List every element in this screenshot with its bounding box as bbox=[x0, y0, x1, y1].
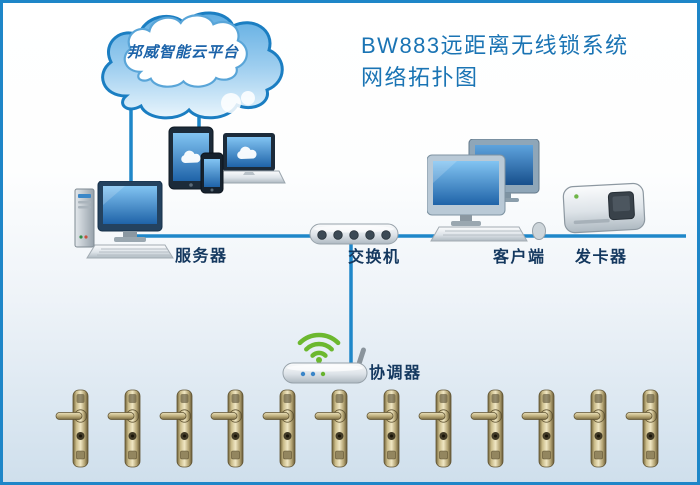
title-line2: 网络拓扑图 bbox=[361, 64, 479, 90]
switch-icon bbox=[309, 223, 399, 245]
client-keyboard-icon bbox=[430, 226, 528, 242]
door-lock-icon bbox=[573, 389, 607, 468]
card-reader-icon bbox=[562, 182, 646, 234]
cloud-platform-graphic bbox=[101, 11, 284, 120]
card-issuer-label: 发卡器 bbox=[575, 249, 628, 266]
router-body-icon bbox=[282, 347, 368, 384]
client-label: 客户端 bbox=[493, 249, 546, 266]
door-lock-icon bbox=[262, 389, 296, 468]
coordinator-router-icon bbox=[282, 332, 368, 384]
server-icon bbox=[74, 181, 174, 259]
lock-row bbox=[55, 389, 661, 469]
door-lock-icon bbox=[107, 389, 141, 468]
wifi-signal-icon bbox=[297, 332, 341, 358]
wifi-dot bbox=[316, 357, 322, 363]
laptop-icon bbox=[212, 133, 286, 184]
server-monitor-icon bbox=[97, 181, 163, 242]
door-lock-icon bbox=[521, 389, 555, 468]
door-lock-icon bbox=[418, 389, 452, 468]
door-lock-icon bbox=[55, 389, 89, 468]
server-label: 服务器 bbox=[175, 248, 228, 265]
cloud-platform-label: 邦威智能云平台 bbox=[126, 43, 239, 61]
door-lock-icon bbox=[314, 389, 348, 468]
client-monitor-front-icon bbox=[427, 154, 506, 226]
door-lock-icon bbox=[625, 389, 659, 468]
mobile-devices-graphic bbox=[168, 126, 286, 194]
door-lock-icon bbox=[211, 389, 244, 468]
coordinator-label: 协调器 bbox=[369, 365, 422, 382]
switch-label: 交换机 bbox=[348, 249, 401, 266]
title-line1: BW883远距离无线锁系统 bbox=[361, 33, 629, 58]
server-tower-icon bbox=[74, 188, 95, 248]
door-lock-icon bbox=[470, 389, 503, 468]
client-mouse-icon bbox=[532, 222, 546, 240]
door-lock-icon bbox=[159, 389, 193, 468]
door-lock-icon bbox=[366, 389, 400, 468]
cloud-inner bbox=[123, 14, 248, 88]
server-keyboard-icon bbox=[86, 244, 174, 259]
smartphone-icon bbox=[200, 152, 224, 194]
client-computer-icon bbox=[427, 139, 546, 242]
diagram-title: BW883远距离无线锁系统 网络拓扑图 bbox=[361, 30, 691, 94]
